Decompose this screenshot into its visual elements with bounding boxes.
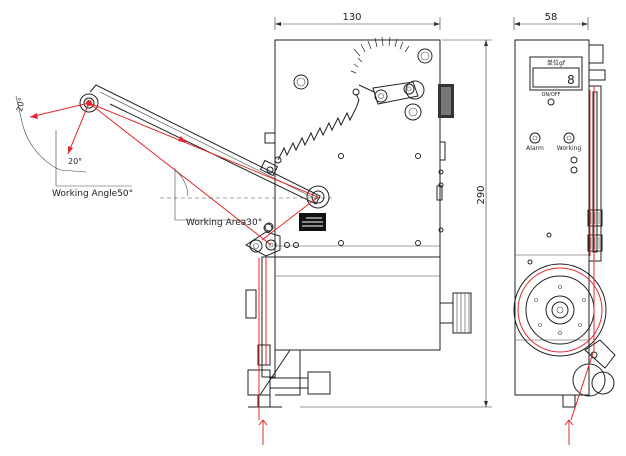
height-label: 290 (476, 185, 487, 204)
tension-spring (274, 84, 375, 164)
side-display: 单位gf 8 (529, 56, 583, 91)
arm-pivot (306, 185, 330, 209)
alarm-led (529, 132, 541, 144)
working-label: Working (557, 145, 582, 152)
alarm-label: Alarm (526, 145, 544, 152)
front-lower-housing (274, 256, 441, 351)
angle-markings: 20° 20° Working Angle50° Working Area30° (15, 95, 335, 228)
display-digit: 8 (567, 73, 575, 87)
front-view (79, 36, 472, 408)
knurled-knob (438, 84, 454, 118)
front-knob (439, 292, 472, 334)
side-view: 单位gf 8 ON/OFF Alarm Working (513, 39, 616, 445)
on-off-label: ON/OFF (541, 92, 560, 98)
working-led (563, 132, 575, 144)
front-width-label: 130 (342, 12, 361, 23)
scale-dial (350, 36, 410, 74)
working-angle-label: Working Angle50° (52, 189, 133, 199)
wire-path (29, 100, 319, 445)
dimension-height: 290 (300, 39, 492, 408)
on-off-button[interactable] (547, 98, 555, 106)
side-wheel (513, 263, 607, 357)
angle-label-top: 20° (15, 97, 26, 113)
label-plate (299, 213, 326, 231)
bottom-guide-plate (245, 223, 299, 257)
side-width-label: 58 (545, 12, 558, 23)
angle-label-bottom: 20° (68, 157, 82, 166)
adjust-lever (372, 80, 425, 105)
working-area-label: Working Area30° (186, 218, 262, 228)
display-unit: 单位gf (547, 59, 566, 67)
dimension-front-width: 130 (274, 12, 441, 30)
dimension-side-width: 58 (513, 12, 589, 30)
